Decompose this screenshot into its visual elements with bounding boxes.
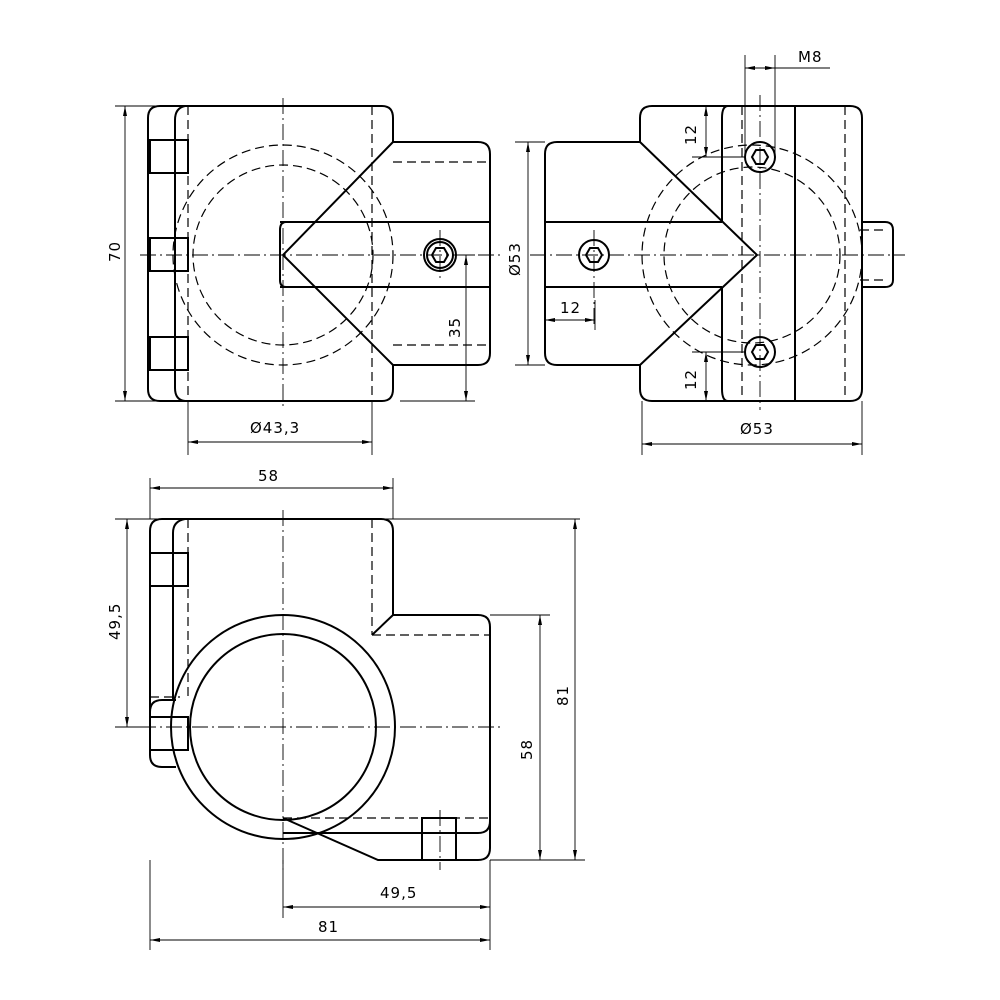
dim-main-dia: Ø53 (740, 420, 774, 438)
dim-branch-dia: Ø53 (506, 242, 524, 276)
dim-width: 58 (258, 467, 279, 485)
dim-bottom-offset: 12 (682, 369, 700, 390)
screw-icon (149, 552, 457, 861)
dim-bore: Ø43,3 (250, 419, 300, 437)
dim-total-height: 81 (554, 685, 572, 706)
dim-bore-center: 49,5 (106, 603, 124, 640)
dim-offset: 35 (446, 317, 464, 338)
dim-branch-offset: 49,5 (380, 884, 417, 902)
dim-total-width: 81 (318, 918, 339, 936)
dim-top-offset: 12 (682, 124, 700, 145)
dim-branch-height: 58 (518, 739, 536, 760)
front-view: 70 Ø43,3 35 (106, 98, 500, 455)
top-view: 58 49,5 81 58 49,5 81 (106, 467, 585, 950)
dim-branch-offset: 12 (560, 299, 581, 317)
dim-height: 70 (106, 241, 124, 262)
dim-thread: M8 (798, 48, 823, 66)
bolt-icon (578, 141, 776, 368)
side-view: M8 12 12 12 Ø53 Ø53 (506, 48, 905, 455)
screw-icon (149, 139, 189, 371)
